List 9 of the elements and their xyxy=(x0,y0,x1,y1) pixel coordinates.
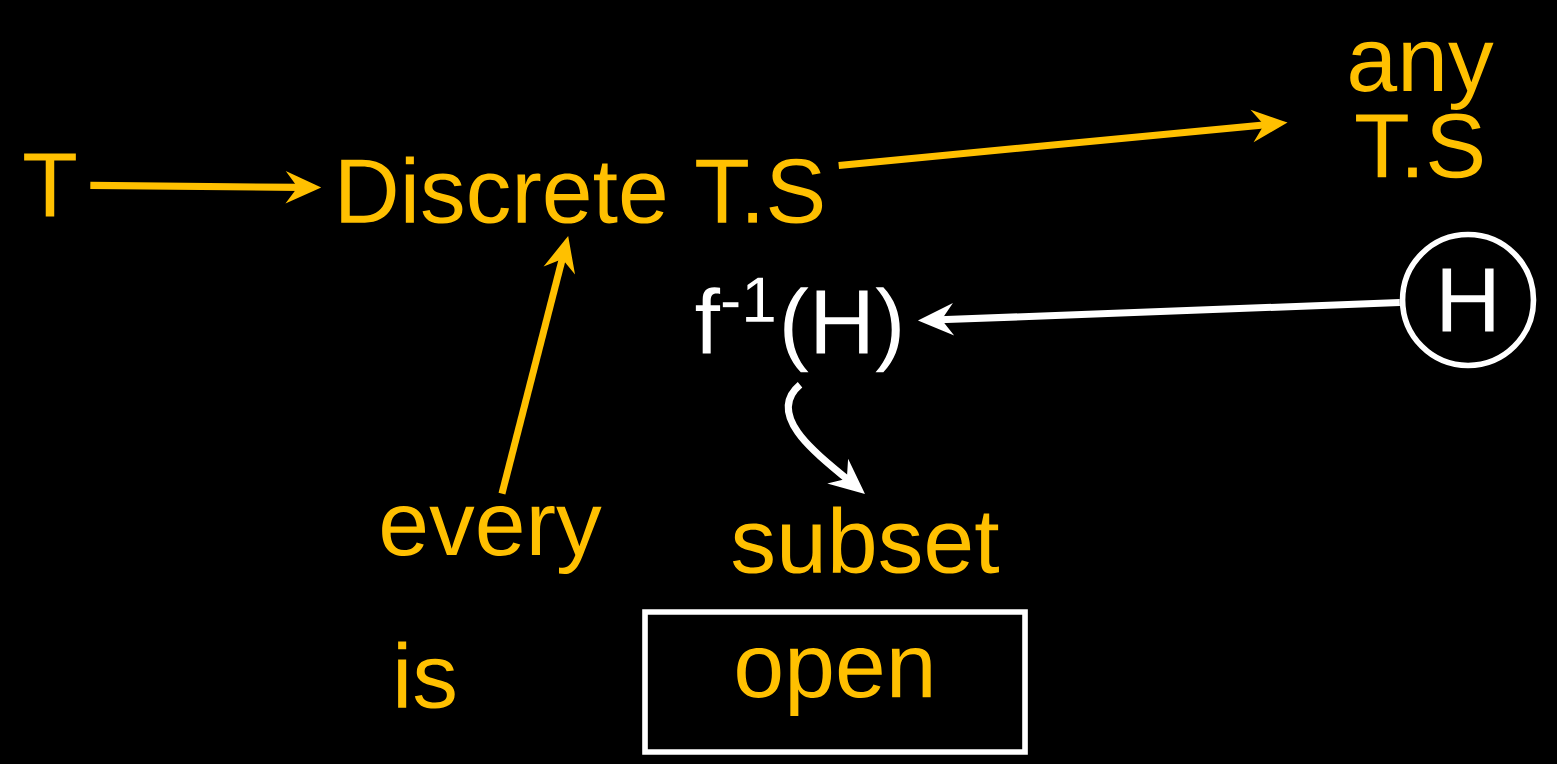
text-label: any T.S xyxy=(1350,41,1494,179)
circled-letter: H xyxy=(1399,231,1537,369)
text-label: every xyxy=(382,505,602,575)
letter: T xyxy=(24,153,76,217)
boxed-word: open xyxy=(642,609,1028,755)
text-label: subset xyxy=(732,506,999,574)
text-label: is xyxy=(398,641,455,709)
formula-label: f$^{-1}$(H) xyxy=(695,277,900,373)
text-label: Discrete T.S xyxy=(341,156,823,224)
